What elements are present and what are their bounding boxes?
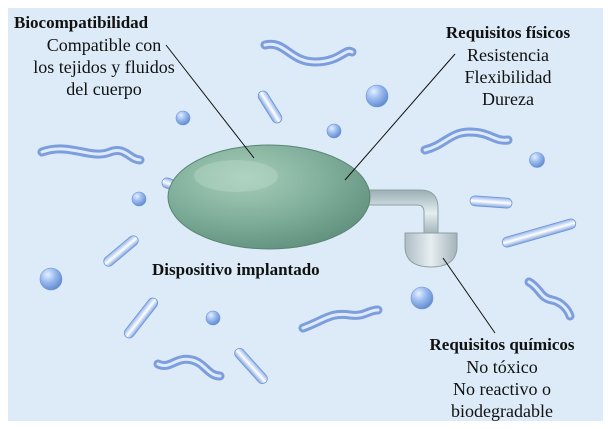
sphere-1 — [365, 84, 389, 108]
sphere-8 — [410, 286, 434, 310]
leader-biocompat — [165, 44, 255, 159]
biocompat-line-1: Compatible con — [46, 35, 162, 55]
sphere-4 — [529, 152, 545, 168]
rod-3 — [103, 235, 139, 267]
device-highlight — [194, 160, 278, 192]
chemical-title: Requisitos químicos — [429, 335, 575, 354]
fiber-1 — [260, 39, 357, 67]
fiber-3 — [420, 127, 513, 155]
biocompat-line-3: del cuerpo — [66, 79, 142, 99]
implanted-device — [167, 144, 458, 268]
fibers — [37, 39, 575, 381]
fiber-6 — [524, 277, 575, 321]
rod-4 — [123, 297, 159, 339]
physical-line-2: Flexibilidad — [464, 67, 552, 87]
device-cup — [404, 232, 458, 268]
biocompat-line-2: los tejidos y fluidos — [33, 57, 175, 77]
sphere-5 — [131, 191, 147, 207]
chemical-line-1: No tóxico — [466, 357, 538, 377]
rod-7 — [501, 218, 577, 248]
fiber-4 — [298, 305, 383, 333]
sphere-6 — [39, 267, 63, 291]
fiber-5 — [153, 354, 225, 381]
fiber-2 — [37, 144, 145, 165]
leader-chemical — [442, 257, 496, 334]
physical-line-3: Dureza — [482, 89, 534, 109]
label-chemical-requirements: Requisitos químicos No tóxico No reactiv… — [396, 334, 608, 422]
physical-line-1: Resistencia — [467, 45, 549, 65]
label-biocompatibility: Biocompatibilidad Compatible con los tej… — [14, 12, 194, 100]
sphere-7 — [205, 310, 221, 326]
label-implanted-device: Dispositivo implantado — [152, 259, 320, 281]
device-body — [167, 144, 371, 250]
physical-title: Requisitos físicos — [445, 23, 571, 42]
chemical-line-2: No reactivo o — [453, 379, 551, 399]
sphere-3 — [326, 123, 342, 139]
device-title: Dispositivo implantado — [152, 260, 320, 279]
sphere-2 — [175, 110, 191, 126]
leader-physical — [344, 53, 456, 181]
rod-6 — [469, 195, 513, 209]
biocompat-title: Biocompatibilidad — [14, 13, 149, 32]
rod-5 — [234, 347, 268, 385]
spheres — [39, 84, 545, 326]
leader-lines — [165, 44, 496, 334]
rod-1 — [257, 90, 283, 124]
label-physical-requirements: Requisitos físicos Resistencia Flexibili… — [418, 22, 598, 110]
chemical-line-3: biodegradable — [451, 401, 553, 421]
